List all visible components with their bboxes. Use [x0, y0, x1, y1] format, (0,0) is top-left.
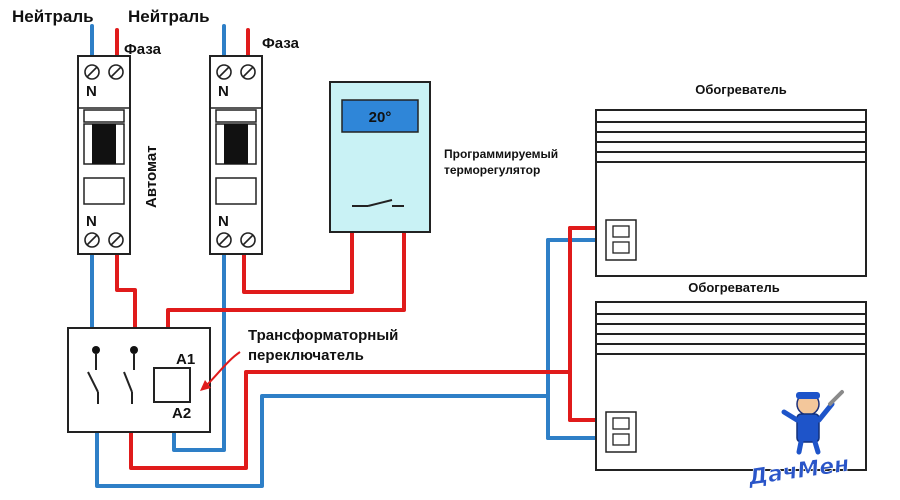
screw-terminal-icon — [84, 64, 124, 80]
contactor-caption-line-1: Трансформаторный — [248, 327, 398, 344]
phase-label-1: Фаза — [124, 41, 162, 58]
heater-2-label: Обогреватель — [688, 280, 780, 295]
neutral-wire-contactor-heaters — [95, 394, 550, 488]
thermostat-contact-icon — [352, 199, 404, 207]
screw-terminal-icon — [84, 232, 124, 248]
phase-label-2: Фаза — [262, 35, 300, 52]
heater-socket-icon — [605, 411, 637, 453]
circuit-breaker-1: N N — [77, 55, 131, 255]
breaker-label: Автомат — [143, 145, 160, 208]
breaker-2-top-n: N — [218, 83, 229, 100]
neutral-label-1: Нейтраль — [12, 7, 94, 26]
breaker-lever-icon — [83, 123, 125, 165]
pointer-arrow-icon — [200, 351, 241, 391]
breaker-1-top-n: N — [86, 83, 97, 100]
circuit-breaker-2: N N — [209, 55, 263, 255]
breaker-2-bottom-n: N — [218, 213, 229, 230]
thermostat-caption-line-1: Программируемый — [444, 147, 558, 161]
thermostat-caption-line-2: терморегулятор — [444, 163, 540, 177]
heater-1-label: Обогреватель — [695, 82, 787, 97]
coil-a2-label: A2 — [172, 405, 191, 422]
phase-wire-b1-contactor — [115, 252, 137, 350]
contactor-switch-icon — [87, 354, 135, 404]
contactor — [67, 327, 211, 433]
contactor-caption-line-2: переключатель — [248, 347, 364, 364]
phase-wire-b2-thermostat — [242, 204, 354, 294]
breaker-1-bottom-n: N — [86, 213, 97, 230]
thermostat: 20° — [329, 81, 431, 233]
neutral-label-2: Нейтраль — [128, 7, 210, 26]
breaker-lever-icon — [215, 123, 257, 165]
contactor-coil — [153, 367, 191, 403]
thermostat-display-value: 20° — [369, 109, 392, 126]
heater-socket-icon — [605, 219, 637, 261]
thermostat-display — [341, 99, 419, 133]
heater-1 — [595, 109, 867, 277]
mascot-icon — [781, 390, 844, 455]
phase-wire-contactor-heaters — [129, 370, 572, 470]
heater-2 — [595, 301, 867, 471]
coil-a1-label: A1 — [176, 351, 195, 368]
screw-terminal-icon — [216, 232, 256, 248]
screw-terminal-icon — [216, 64, 256, 80]
